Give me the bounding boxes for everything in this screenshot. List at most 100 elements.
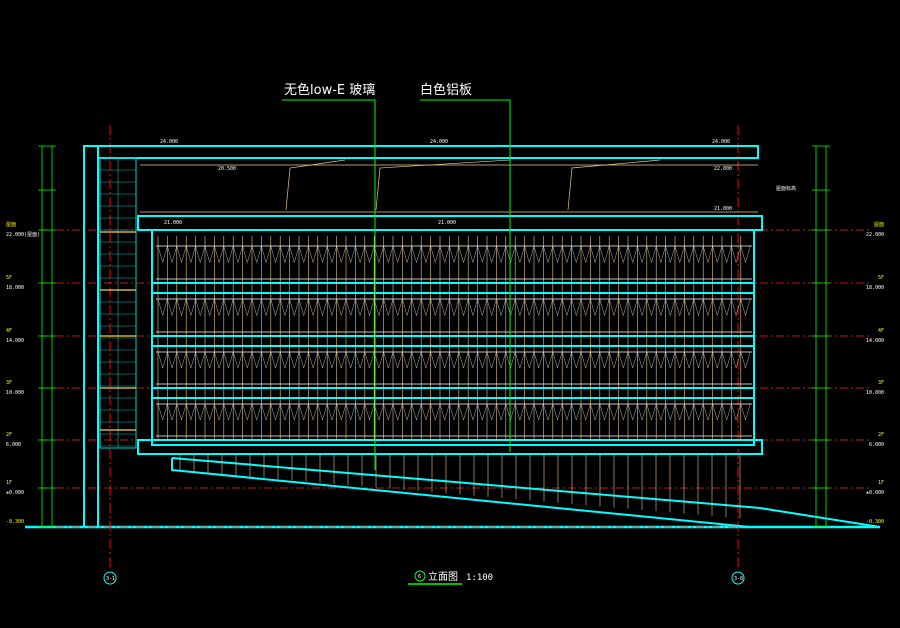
brace — [726, 298, 732, 316]
brace — [656, 245, 662, 263]
brace — [684, 298, 690, 316]
brace — [515, 298, 521, 316]
brace — [275, 351, 281, 369]
brace — [665, 351, 671, 369]
brace — [298, 298, 304, 316]
brace — [317, 298, 323, 316]
brace — [280, 403, 286, 421]
brace — [646, 245, 652, 263]
brace — [317, 403, 323, 421]
brace — [533, 245, 539, 263]
annotation-panel: 白色铝板 — [420, 82, 472, 98]
brace — [472, 298, 478, 316]
brace — [599, 351, 605, 369]
brace — [209, 245, 215, 263]
right-elevation-label: ±0.000 — [866, 490, 884, 496]
brace — [623, 403, 629, 421]
brace — [341, 351, 347, 369]
brace — [674, 351, 680, 369]
brace — [195, 403, 201, 421]
dim-parapet-left: 20.500 — [218, 166, 236, 172]
brace — [167, 351, 173, 369]
brace — [322, 403, 328, 421]
brace — [651, 298, 657, 316]
title-marker — [414, 570, 426, 582]
brace — [303, 245, 309, 263]
brace — [482, 298, 488, 316]
brace — [731, 245, 737, 263]
brace — [195, 245, 201, 263]
brace — [369, 403, 375, 421]
brace — [656, 351, 662, 369]
brace — [585, 351, 591, 369]
brace — [552, 298, 558, 316]
left-level-label: 屋面 — [6, 222, 16, 228]
brace — [209, 351, 215, 369]
brace — [312, 245, 318, 263]
brace — [444, 245, 450, 263]
brace — [627, 245, 633, 263]
brace — [416, 403, 422, 421]
brace — [580, 298, 586, 316]
brace — [298, 351, 304, 369]
brace — [256, 351, 262, 369]
brace — [571, 298, 577, 316]
brace — [637, 245, 643, 263]
brace — [646, 351, 652, 369]
brace — [453, 298, 459, 316]
brace — [284, 245, 290, 263]
brace — [571, 403, 577, 421]
brace — [590, 403, 596, 421]
dim-roof-right: 21.000 — [714, 206, 732, 212]
brace — [228, 298, 234, 316]
brace — [327, 298, 333, 316]
brace — [251, 351, 257, 369]
brace — [195, 351, 201, 369]
brace — [571, 245, 577, 263]
brace — [378, 245, 384, 263]
brace — [703, 298, 709, 316]
brace — [510, 298, 516, 316]
brace — [350, 403, 356, 421]
brace — [195, 298, 201, 316]
brace — [261, 351, 267, 369]
brace — [613, 298, 619, 316]
brace — [416, 351, 422, 369]
brace — [609, 351, 615, 369]
brace — [688, 245, 694, 263]
brace — [491, 403, 497, 421]
brace — [463, 245, 469, 263]
brace — [594, 351, 600, 369]
brace — [670, 351, 676, 369]
right-level-label: -0.300 — [866, 519, 884, 525]
brace — [312, 298, 318, 316]
brace — [693, 245, 699, 263]
brace — [157, 298, 163, 316]
brace — [594, 298, 600, 316]
brace — [717, 351, 723, 369]
brace — [533, 298, 539, 316]
brace — [594, 245, 600, 263]
brace — [721, 403, 727, 421]
brace — [369, 245, 375, 263]
brace — [223, 245, 229, 263]
brace — [627, 351, 633, 369]
brace — [200, 351, 206, 369]
brace — [665, 403, 671, 421]
brace — [491, 298, 497, 316]
brace — [632, 245, 638, 263]
brace — [388, 403, 394, 421]
brace — [637, 298, 643, 316]
right-elevation-label: 6.000 — [869, 442, 884, 448]
brace — [468, 403, 474, 421]
brace — [171, 403, 177, 421]
brace — [247, 298, 253, 316]
brace — [261, 403, 267, 421]
brace — [359, 351, 365, 369]
brace — [524, 245, 530, 263]
brace — [167, 298, 173, 316]
brace — [312, 403, 318, 421]
brace — [204, 403, 210, 421]
dim-top-left: 24.000 — [160, 139, 178, 145]
brace — [552, 403, 558, 421]
